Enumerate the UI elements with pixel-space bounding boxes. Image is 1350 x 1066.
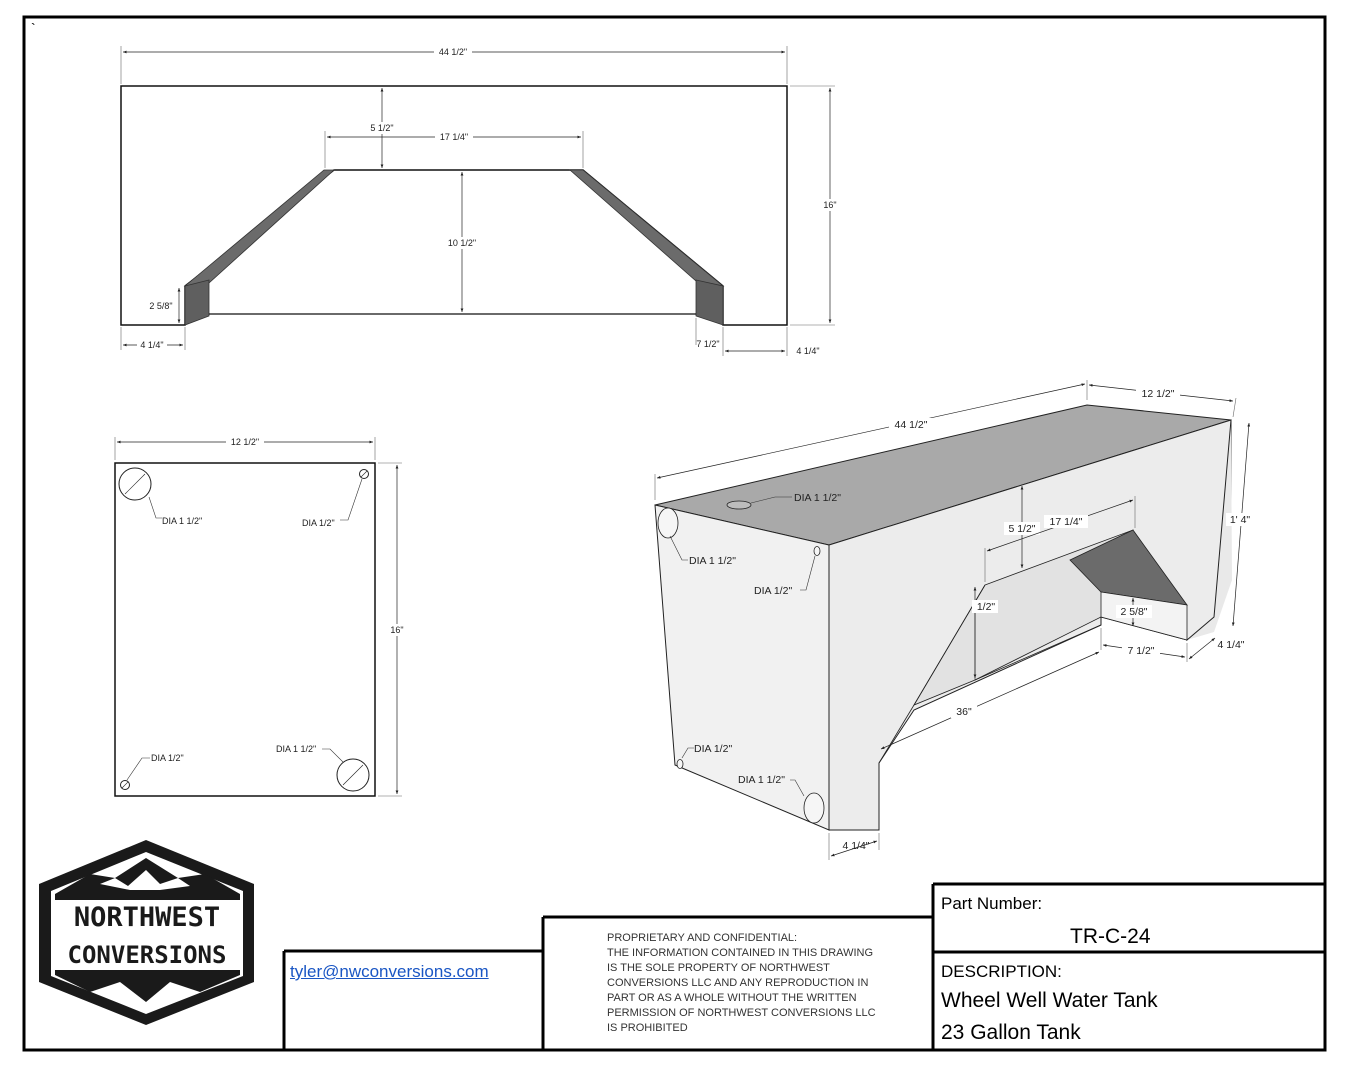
- iso-dim-length-line: [656, 383, 1086, 479]
- part-number-value: TR-C-24: [1070, 925, 1151, 948]
- iso-dim-foot-height: 2 5/8": [1120, 606, 1147, 618]
- contact-email-link[interactable]: tyler@nwconversions.com: [290, 962, 489, 981]
- dim-top-flat: 17 1/4": [440, 132, 468, 142]
- label-hole-bottom-left: DIA 1/2": [151, 753, 184, 763]
- iso-dim-cut-depth: 5 1/2": [1008, 523, 1035, 535]
- dim-top-height: 16": [390, 625, 403, 635]
- dim-top-depth: 5 1/2": [370, 123, 393, 133]
- iso-hole-end-bottom-right-label: DIA 1 1/2": [738, 774, 785, 786]
- front-view: 44 1/2" 16" 5 1/2" 17 1/4" 10 1/2" 2 5/8…: [120, 46, 840, 356]
- iso-dim-foot-left: 4 1/4": [842, 840, 869, 852]
- iso-dim-cut-flat: 17 1/4": [1050, 516, 1083, 528]
- label-hole-top-right: DIA 1/2": [302, 518, 335, 528]
- front-foot-left: [184, 279, 210, 326]
- iso-dim-step: 7 1/2": [1127, 645, 1154, 657]
- top-view: 12 1/2" 16" DIA 1 1/2" DIA 1/2" DIA 1/2"…: [114, 436, 407, 797]
- iso-dim-bottom-length: 36": [956, 706, 972, 718]
- iso-hole-end-bottom-right: [803, 792, 825, 824]
- iso-hole-end-top-right: [813, 546, 821, 556]
- dim-overall-width: 44 1/2": [439, 47, 467, 57]
- label-hole-bottom-right: DIA 1 1/2": [276, 744, 316, 754]
- front-foot-right: [695, 279, 724, 326]
- legal-notice: PROPRIETARY AND CONFIDENTIAL: THE INFORM…: [607, 932, 876, 1034]
- iso-dim-foot-right: 4 1/4": [1217, 639, 1244, 651]
- iso-dim-foot-right-line: [1188, 637, 1216, 660]
- logo-line2: CONVERSIONS: [68, 941, 227, 969]
- description-label: DESCRIPTION:: [941, 962, 1062, 981]
- northwest-conversions-logo: NORTHWEST CONVERSIONS: [39, 840, 254, 1025]
- front-view-outline: [120, 85, 788, 326]
- part-number-label: Part Number:: [941, 894, 1043, 913]
- iso-hole-end-bottom-left-label: DIA 1/2": [694, 743, 732, 755]
- iso-dim-length: 44 1/2": [895, 419, 928, 431]
- dim-top-width: 12 1/2": [231, 437, 259, 447]
- iso-top-hole-label: DIA 1 1/2": [794, 492, 841, 504]
- description-line2: 23 Gallon Tank: [941, 1021, 1081, 1044]
- iso-hole-end-top-left: [657, 507, 679, 539]
- logo-line1: NORTHWEST: [74, 902, 220, 933]
- iso-dim-depth: 12 1/2": [1142, 388, 1175, 400]
- iso-top-hole: [726, 500, 752, 510]
- dim-foot-left: 4 1/4": [140, 340, 163, 350]
- dim-foot-height: 2 5/8": [149, 301, 172, 311]
- iso-dim-cut-side: 1/2": [977, 601, 996, 613]
- mountain-bottom-icon: [55, 970, 240, 1002]
- iso-hole-end-top-left-label: DIA 1 1/2": [689, 555, 736, 567]
- title-block-frame: [282, 882, 1325, 1050]
- dim-step-width: 7 1/2": [696, 339, 719, 349]
- label-hole-top-left: DIA 1 1/2": [162, 516, 202, 526]
- iso-dim-bottom-length-line: [880, 651, 1100, 750]
- description-line1: Wheel Well Water Tank: [941, 989, 1158, 1012]
- iso-hole-end-bottom-left: [676, 759, 684, 769]
- top-view-outline: [114, 462, 376, 797]
- dim-foot-right: 4 1/4": [796, 346, 819, 356]
- iso-dim-height: 1' 4": [1230, 514, 1251, 526]
- dim-overall-height: 16": [823, 200, 836, 210]
- sheet-border: [22, 15, 1327, 1052]
- iso-dim-foot-left-line: [830, 840, 878, 857]
- iso-hole-end-top-right-label: DIA 1/2": [754, 585, 792, 597]
- iso-view: DIA 1 1/2" DIA 1 1/2" DIA 1/2" DIA 1/2" …: [654, 380, 1254, 860]
- stray-mark: `: [31, 20, 36, 36]
- dim-cutout-height: 10 1/2": [448, 238, 476, 248]
- iso-right-end: [1187, 420, 1232, 640]
